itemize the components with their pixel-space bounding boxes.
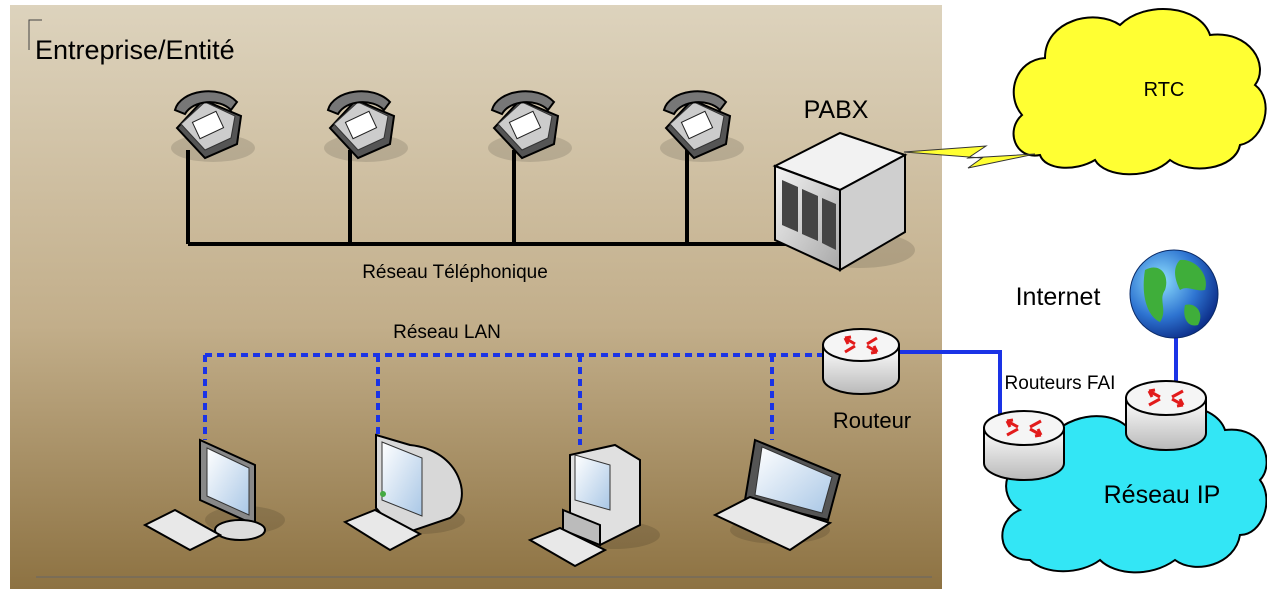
ip-network-cloud: Réseau IP: [1001, 404, 1267, 574]
enterprise-title: Entreprise/Entité: [35, 35, 235, 65]
internet-label: Internet: [1016, 283, 1101, 311]
router-label: Routeur: [833, 408, 911, 433]
phone-icon: [171, 90, 255, 162]
phone-icon: [660, 90, 744, 162]
isp-router-icon: [1125, 380, 1207, 451]
imac-computer-icon: [342, 433, 465, 552]
enterprise-zone: Entreprise/Entité: [10, 5, 942, 589]
isp-router-icon: [983, 410, 1065, 481]
rtc-cloud: RTC: [1012, 8, 1267, 176]
lan-label: Réseau LAN: [393, 322, 501, 343]
telephone-network-label: Réseau Téléphonique: [362, 262, 548, 283]
tower-computer-icon: [527, 443, 660, 568]
lan-network: [203, 353, 825, 445]
rtc-label: RTC: [1144, 79, 1185, 101]
phone-icon: [324, 90, 408, 162]
ip-network-label: Réseau IP: [1104, 481, 1221, 509]
desktop-computer-icon: [142, 438, 285, 552]
rtc-link-lightning: [903, 145, 1036, 169]
laptop-computer-icon: [712, 438, 842, 552]
telephone-network: [186, 150, 820, 246]
enterprise-router-icon: [822, 328, 900, 395]
isp-links: [895, 330, 1178, 420]
pabx-label: PABX: [804, 96, 869, 124]
isp-routers-label: Routeurs FAI: [1005, 373, 1116, 394]
pabx-server-icon: [772, 131, 915, 272]
globe-icon: [1129, 249, 1219, 339]
phone-icon: [488, 90, 572, 162]
